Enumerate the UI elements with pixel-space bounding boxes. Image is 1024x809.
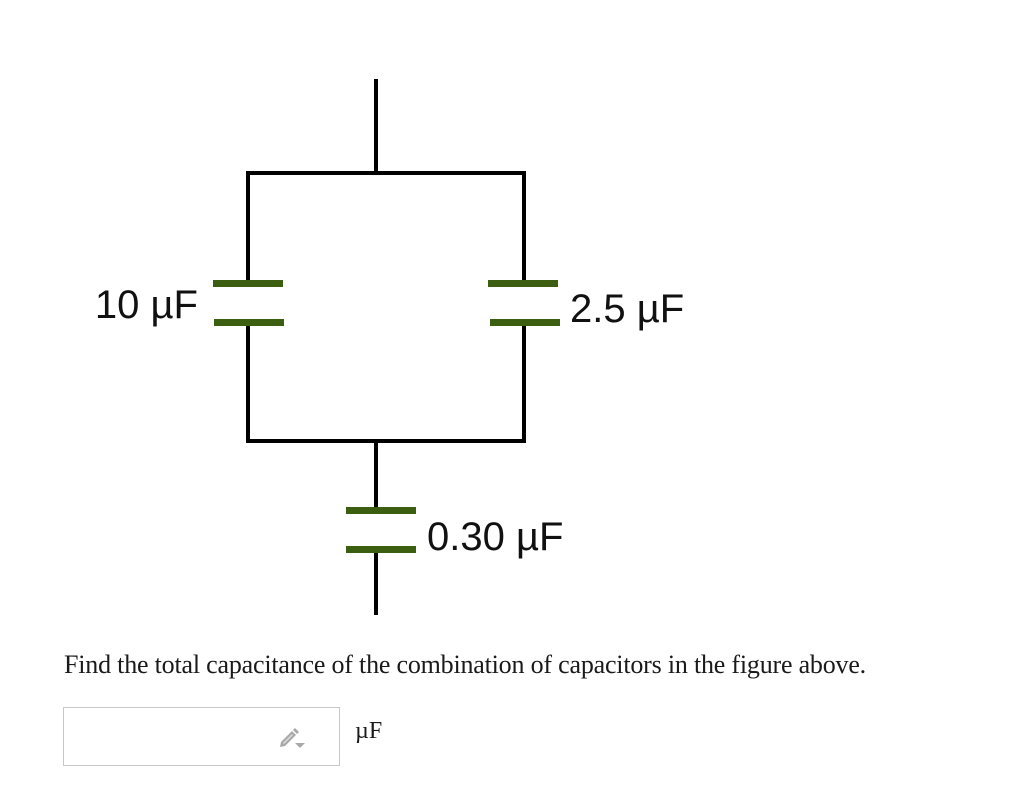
capacitor-c3 (346, 507, 416, 553)
question-text: Find the total capacitance of the combin… (64, 650, 866, 679)
capacitor-c2-label: 2.5 µF (570, 287, 684, 331)
unit-label: µF (355, 718, 383, 744)
pencil-icon[interactable] (278, 726, 306, 748)
capacitor-c3-label: 0.30 µF (427, 515, 563, 559)
answer-field[interactable] (63, 707, 340, 766)
capacitor-c1-label: 10 µF (95, 283, 198, 327)
answer-row: µF (63, 707, 382, 766)
capacitor-c2 (488, 280, 560, 326)
capacitor-circuit-diagram: 10 µF 2.5 µF 0.30 µF (95, 79, 684, 615)
capacitor-c1 (213, 280, 284, 326)
circuit-wires (246, 79, 526, 615)
